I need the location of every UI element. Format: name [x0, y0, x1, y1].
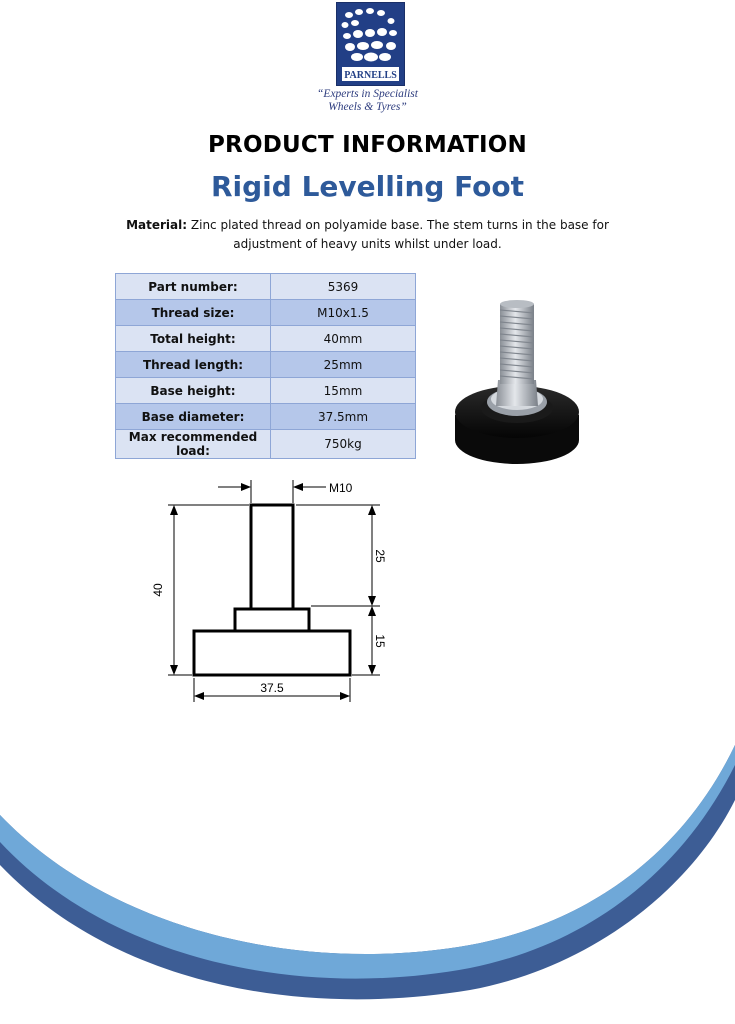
- spec-value: 750kg: [270, 429, 416, 459]
- spec-value: 5369: [270, 273, 416, 300]
- dim-base-height: 15: [373, 634, 387, 648]
- material-text-line2: adjustment of heavy units whilst under l…: [233, 237, 502, 251]
- spec-value: 40mm: [270, 325, 416, 352]
- dim-thread-length: 25: [373, 549, 387, 563]
- spec-row: Part number:5369: [115, 273, 416, 300]
- logo-tagline: “Experts in Specialist Wheels & Tyres”: [300, 88, 435, 114]
- product-name: Rigid Levelling Foot: [210, 170, 525, 203]
- spec-label: Thread length:: [115, 351, 271, 378]
- material-label: Material:: [126, 218, 188, 232]
- logo-name: PARNELLS: [344, 70, 397, 81]
- spec-label: Base height:: [115, 377, 271, 404]
- material-description: Material: Zinc plated thread on polyamid…: [120, 216, 615, 254]
- page-title: PRODUCT INFORMATION: [208, 132, 527, 158]
- logo-tagline-line2: Wheels & Tyres”: [328, 101, 407, 113]
- spec-table: Part number:5369 Thread size:M10x1.5 Tot…: [115, 273, 416, 459]
- spec-row: Thread size:M10x1.5: [115, 299, 416, 326]
- spec-label: Total height:: [115, 325, 271, 352]
- dim-thread-label: M10: [329, 481, 353, 495]
- spec-row: Base diameter:37.5mm: [115, 403, 416, 430]
- company-logo: PARNELLS: [336, 2, 405, 86]
- spec-label: Part number:: [115, 273, 271, 300]
- spec-label: Thread size:: [115, 299, 271, 326]
- drawing-base: [192, 629, 352, 677]
- spec-row: Total height:40mm: [115, 325, 416, 352]
- spec-label: Base diameter:: [115, 403, 271, 430]
- spec-row: Base height:15mm: [115, 377, 416, 404]
- spec-value: M10x1.5: [270, 299, 416, 326]
- dim-total-height: 40: [151, 583, 165, 597]
- material-text-line1: Zinc plated thread on polyamide base. Th…: [190, 218, 609, 232]
- logo-wheel-icon: PARNELLS: [341, 8, 399, 81]
- dim-base-diameter: 37.5: [260, 681, 284, 695]
- spec-label: Max recommended load:: [115, 429, 271, 459]
- spec-value: 37.5mm: [270, 403, 416, 430]
- spec-row: Max recommended load:750kg: [115, 429, 416, 459]
- spec-value: 15mm: [270, 377, 416, 404]
- logo-tagline-line1: “Experts in Specialist: [317, 88, 418, 100]
